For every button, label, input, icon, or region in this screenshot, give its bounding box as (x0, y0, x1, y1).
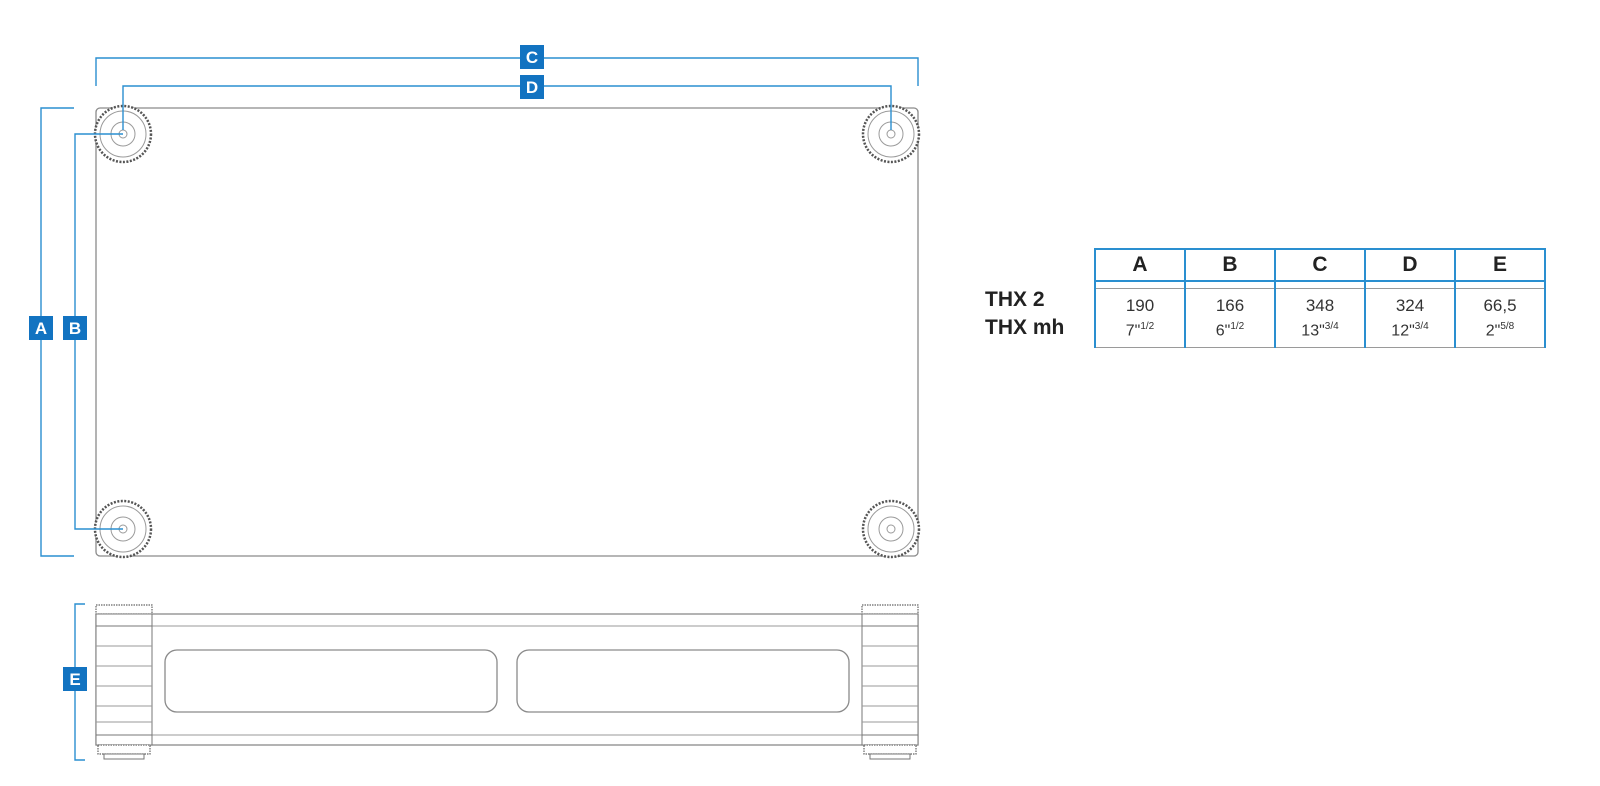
dimension-table: A B C D E 190 7"1/2 166 6"1/2 348 13"3/4… (1094, 248, 1546, 349)
cell-d: 324 12"3/4 (1364, 287, 1456, 349)
header-d: D (1364, 248, 1456, 282)
table-header-row: A B C D E (1094, 248, 1546, 282)
cell-c: 348 13"3/4 (1274, 287, 1366, 349)
side-foot-left (95, 604, 153, 760)
side-view-body (95, 613, 919, 746)
side-view-panel-right (516, 649, 850, 713)
svg-text:E: E (69, 670, 80, 689)
svg-text:C: C (526, 48, 538, 67)
table-row: 190 7"1/2 166 6"1/2 348 13"3/4 324 12"3/… (1094, 287, 1546, 349)
header-a: A (1094, 248, 1186, 282)
dimension-c-line (95, 57, 919, 86)
header-e: E (1454, 248, 1546, 282)
foot-bottom-right (861, 499, 921, 559)
svg-text:B: B (69, 319, 81, 338)
dimension-d-line (122, 85, 892, 130)
badge-a: A (29, 316, 53, 340)
top-view-body (95, 107, 919, 557)
svg-text:D: D (526, 78, 538, 97)
badge-c: C (520, 45, 544, 69)
badge-e: E (63, 667, 87, 691)
cell-a: 190 7"1/2 (1094, 287, 1186, 349)
side-foot-right (861, 604, 919, 760)
cell-e: 66,5 2"5/8 (1454, 287, 1546, 349)
badge-d: D (520, 75, 544, 99)
svg-text:A: A (35, 319, 47, 338)
model-label-thxmh: THX mh (985, 316, 1065, 339)
side-view (95, 604, 919, 760)
side-view-panel-left (164, 649, 498, 713)
model-label-thx2: THX 2 (985, 288, 1045, 311)
header-b: B (1184, 248, 1276, 282)
header-c: C (1274, 248, 1366, 282)
badge-b: B (63, 316, 87, 340)
cell-b: 166 6"1/2 (1184, 287, 1276, 349)
